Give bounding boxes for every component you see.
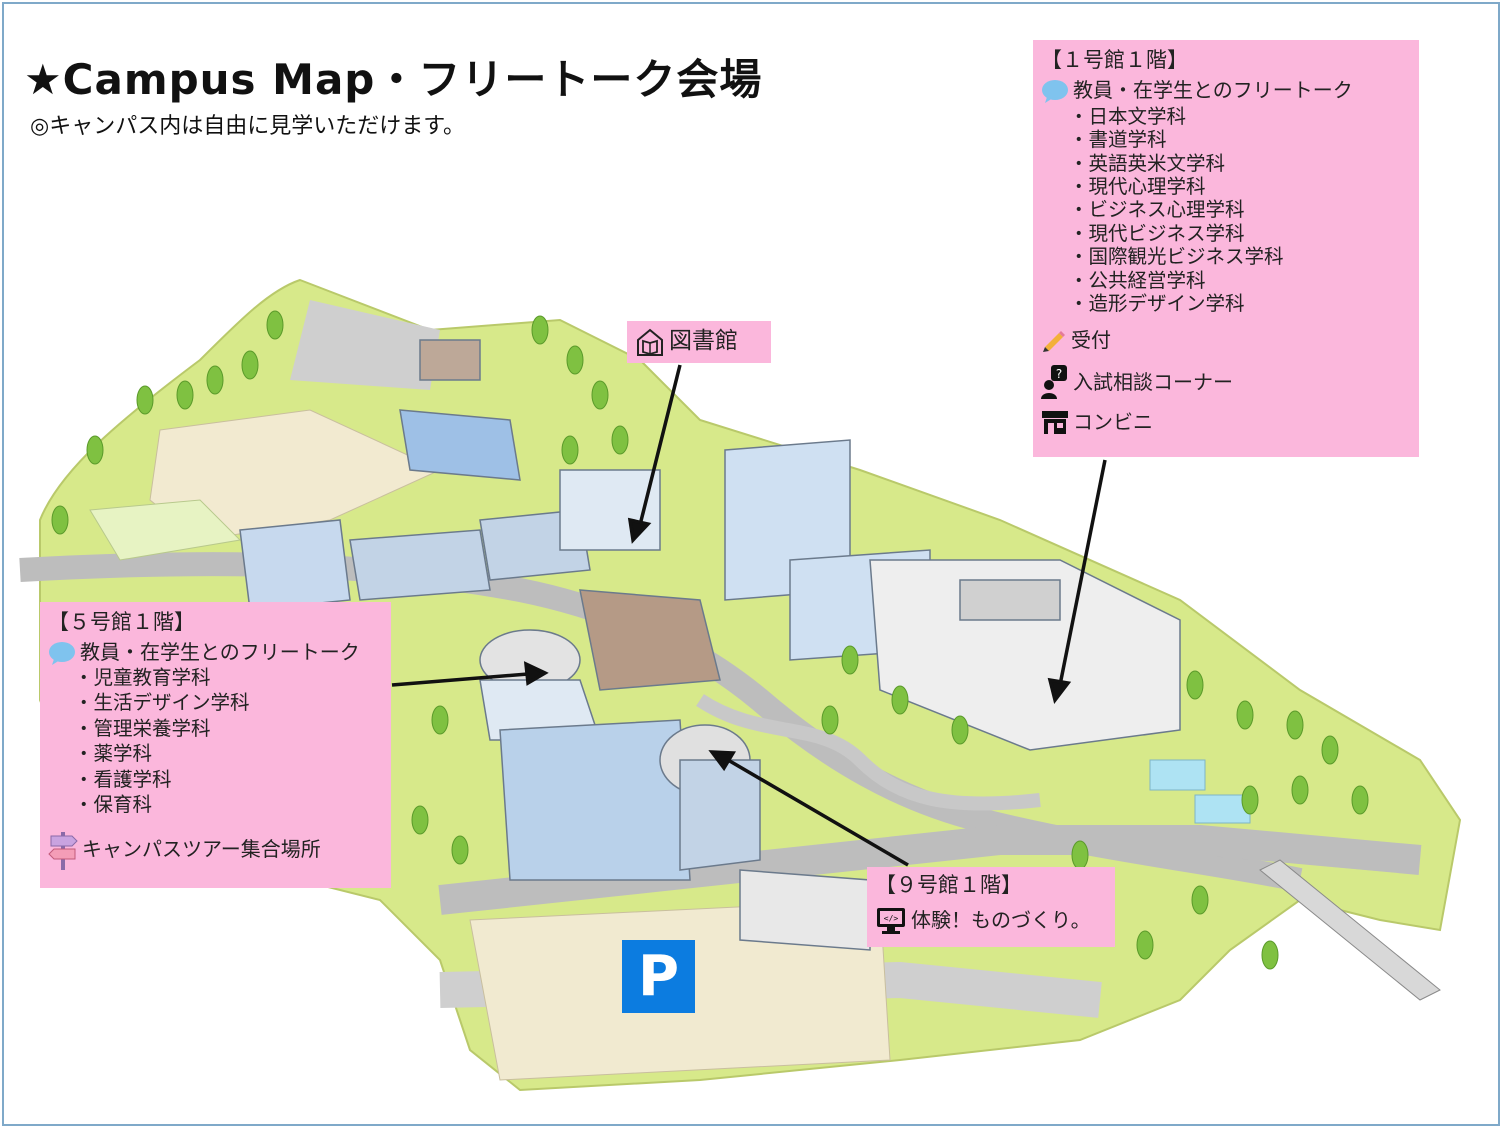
svg-text:?: ?: [1056, 367, 1062, 381]
book-house-icon: [637, 328, 663, 356]
list-item: ・生活デザイン学科: [74, 691, 250, 715]
tour-meeting-point-label: キャンパスツアー集合場所: [82, 836, 321, 861]
building5-heading: 【５号館１階】: [48, 610, 195, 634]
list-item: ・造形デザイン学科: [1069, 292, 1245, 316]
tour-meeting-point-entry: キャンパスツアー集合場所: [48, 830, 383, 870]
question-person-icon: ?: [1041, 365, 1067, 400]
building5-free-talk: 教員・在学生とのフリートーク: [48, 639, 383, 665]
buildings: [239, 339, 1181, 951]
building5-free-talk-label: 教員・在学生とのフリートーク: [80, 639, 360, 664]
building1-department-list: ・日本文学科 ・書道学科 ・英語英米文学科 ・現代心理学科 ・ビジネス心理学科 …: [1041, 105, 1411, 316]
building5-info-box: 【５号館１階】 教員・在学生とのフリートーク ・児童教育学科 ・生活デザイン学科…: [40, 602, 391, 888]
speech-bubble-icon: [1042, 79, 1068, 103]
building1-info-box: 【１号館１階】 教員・在学生とのフリートーク ・日本文学科 ・書道学科 ・英語英…: [1033, 40, 1419, 457]
list-item: ・保育科: [74, 793, 153, 817]
pointer-arrows: [391, 364, 1107, 867]
list-item: ・国際観光ビジネス学科: [1069, 245, 1284, 269]
list-item: ・日本文学科: [1069, 104, 1187, 128]
list-item: ・現代心理学科: [1069, 174, 1206, 198]
sports-field: [89, 499, 242, 561]
building1-free-talk: 教員・在学生とのフリートーク: [1041, 77, 1411, 103]
building9-experience: </> 体験！ものづくり。: [875, 906, 1107, 936]
admission-consult-label: 入試相談コーナー: [1073, 369, 1233, 394]
list-item: ・公共経営学科: [1069, 268, 1206, 292]
list-item: ・児童教育学科: [74, 665, 211, 689]
building1-heading: 【１号館１階】: [1041, 48, 1188, 72]
building5-department-list: ・児童教育学科 ・生活デザイン学科 ・管理栄養学科 ・薬学科 ・看護学科 ・保育…: [48, 665, 383, 818]
building9-info-box: 【９号館１階】 </> 体験！ものづくり。: [867, 867, 1115, 947]
page-title: ★Campus Map・フリートーク会場: [24, 55, 763, 104]
library-label: 図書館: [669, 328, 738, 355]
convenience-store-label: コンビニ: [1073, 409, 1153, 434]
trees: [51, 310, 1369, 970]
convenience-store-entry: コンビニ: [1041, 409, 1411, 435]
list-item: ・薬学科: [74, 742, 153, 766]
speech-bubble-icon: [49, 641, 75, 665]
page-subtitle: ◎キャンパス内は自由に見学いただけます。: [30, 114, 465, 139]
store-icon: [1042, 411, 1068, 435]
reception-entry: 受付: [1041, 327, 1411, 353]
building9-experience-label: 体験！ものづくり。: [911, 907, 1091, 932]
signpost-icon: [48, 831, 78, 870]
computer-icon: </>: [877, 907, 905, 934]
list-item: ・管理栄養学科: [74, 716, 211, 740]
list-item: ・書道学科: [1069, 128, 1167, 152]
svg-text:</>: </>: [884, 914, 899, 923]
pencil-icon: [1043, 331, 1065, 353]
reception-label: 受付: [1071, 327, 1111, 352]
list-item: ・現代ビジネス学科: [1069, 221, 1245, 245]
library-label-box: 図書館: [627, 321, 771, 363]
list-item: ・英語英米文学科: [1069, 151, 1226, 175]
parking-sign: P: [622, 940, 695, 1013]
admission-consult-entry: ? 入試相談コーナー: [1041, 365, 1411, 400]
list-item: ・ビジネス心理学科: [1069, 198, 1245, 222]
list-item: ・看護学科: [74, 767, 172, 791]
building9-heading: 【９号館１階】: [875, 873, 1022, 897]
building1-free-talk-label: 教員・在学生とのフリートーク: [1073, 77, 1353, 102]
